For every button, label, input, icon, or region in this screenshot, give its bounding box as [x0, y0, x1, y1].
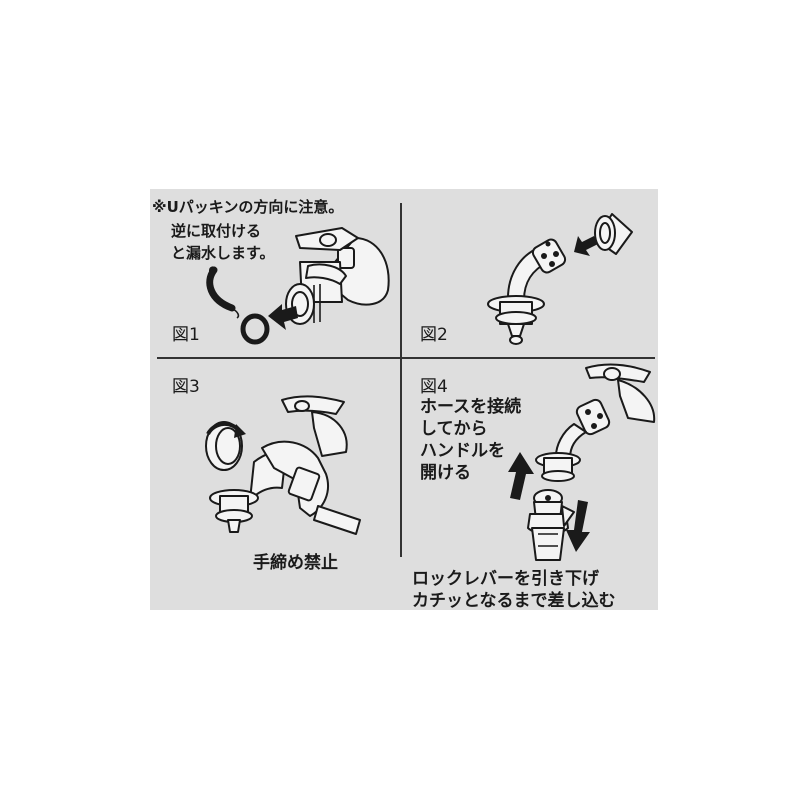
fig4-caption-line-2: カチッとなるまで差し込む — [412, 591, 616, 611]
fig3-faucet-illustration — [209, 395, 348, 533]
fig1-note-line-1: ※Uパッキンの方向に注意。 — [152, 198, 344, 216]
fig4-instruction-line-3: ハンドルを — [420, 441, 505, 461]
vertical-divider — [400, 203, 402, 557]
fig1-label: 図1 — [172, 325, 200, 345]
wrench-illustration — [261, 440, 361, 535]
fig4-label: 図4 — [420, 377, 448, 397]
fig1-faucet-illustration — [285, 227, 390, 325]
fig4-instruction-line-4: 開ける — [420, 463, 471, 483]
fig3-caption: 手締め禁止 — [253, 553, 338, 573]
u-packing-ring-icon — [240, 313, 270, 345]
fig4-instruction-line-1: ホースを接続 — [420, 397, 522, 417]
fig4-faucet-illustration — [535, 363, 656, 482]
fig4-caption-line-1: ロックレバーを引き下げ — [412, 569, 599, 589]
horizontal-divider — [157, 357, 655, 359]
fig2-elbow-fitting-illustration — [487, 238, 567, 345]
hose-connector-illustration — [527, 489, 575, 561]
fig2-label: 図2 — [420, 325, 448, 345]
u-packing-profile-icon — [206, 266, 240, 319]
up-arrow-icon — [508, 452, 534, 500]
fig4-instruction-line-2: してから — [420, 419, 488, 439]
fig3-label: 図3 — [172, 377, 200, 397]
rotate-arrow-icon — [205, 421, 246, 471]
down-arrow-icon — [566, 500, 590, 552]
insert-arrow-icon — [268, 304, 298, 330]
fig1-note-line-2: 逆に取付ける — [171, 222, 262, 240]
fig1-note-line-3: と漏水します。 — [171, 244, 275, 262]
fig2-faucet-stub-illustration — [594, 213, 633, 255]
fig2-arrow-icon — [574, 236, 598, 256]
